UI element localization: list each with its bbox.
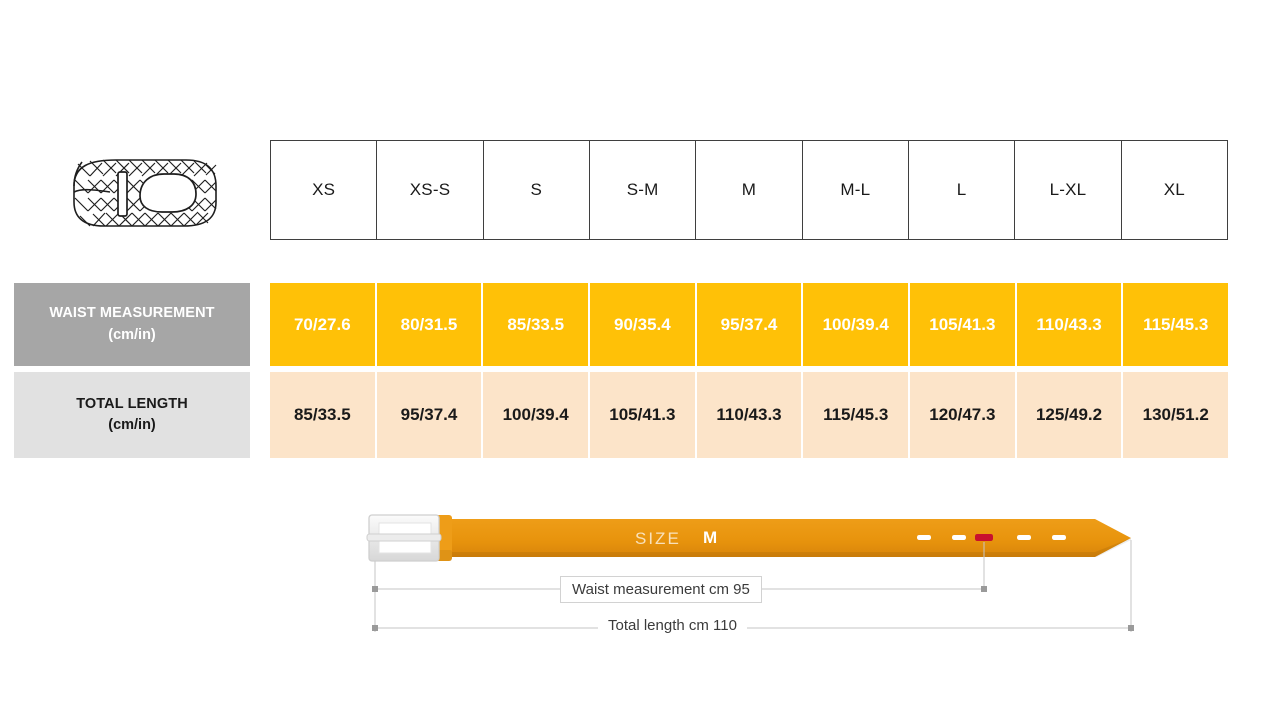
total-length-row: 85/33.5 95/37.4 100/39.4 105/41.3 110/43… [270,372,1229,458]
waist-value-cell: 70/27.6 [270,283,377,366]
total-value-cell: 130/51.2 [1123,372,1229,458]
size-header-cell: S [484,141,590,239]
belt-strap [433,519,1131,557]
total-dimension-label: Total length cm 110 [598,617,747,634]
waist-value-cell: 115/45.3 [1123,283,1229,366]
size-header-table: XS XS-S S S-M M M-L L L-XL XL [270,140,1228,240]
belt-hole [917,535,931,540]
dimension-leader-lines [374,540,1132,632]
size-header-cell: M [696,141,803,239]
belt-hole [952,535,966,540]
total-value-cell: 115/45.3 [803,372,911,458]
waist-measurement-row: 70/27.6 80/31.5 85/33.5 90/35.4 95/37.4 … [270,283,1229,366]
total-label-line2: (cm/in) [108,417,156,433]
waist-value-cell: 85/33.5 [483,283,591,366]
waist-label-line2: (cm/in) [108,326,156,343]
total-value-cell: 85/33.5 [270,372,377,458]
total-value-cell: 105/41.3 [590,372,697,458]
total-value-cell: 100/39.4 [483,372,591,458]
total-label-line1: TOTAL LENGTH [76,395,188,412]
waist-value-cell: 80/31.5 [376,283,484,366]
size-header-cell: L-XL [1015,141,1122,239]
waist-measurement-label: WAIST MEASUREMENT (cm/in) [14,283,250,366]
total-value-cell: 120/47.3 [910,372,1017,458]
total-value-cell: 110/43.3 [696,372,804,458]
total-dimension-line [372,625,1134,631]
waist-label-line1: WAIST MEASUREMENT [49,305,215,322]
waist-dimension-label: Waist measurement cm 95 [560,576,762,603]
total-value-cell: 95/37.4 [376,372,484,458]
belt-hole [1017,535,1031,540]
waist-value-cell: 90/35.4 [590,283,697,366]
waist-value-cell: 100/39.4 [803,283,911,366]
waist-value-cell: 110/43.3 [1016,283,1124,366]
belt-hole [1052,535,1066,540]
size-header-cell: XS [271,141,378,239]
belt-hole-highlighted [975,534,993,541]
belt-buckle [366,514,442,562]
belt-measurement-diagram: SIZE M Waist measurement cm 95 Total len… [355,500,1155,650]
total-length-label: TOTAL LENGTH (cm/in) [14,372,250,458]
total-value-cell: 125/49.2 [1016,372,1124,458]
belt-holes [917,534,1066,541]
size-header-cell: L [909,141,1016,239]
waist-value-cell: 95/37.4 [696,283,804,366]
braided-belt-icon [56,140,228,238]
size-header-cell: XS-S [377,141,484,239]
size-header-cell: M-L [803,141,909,239]
size-header-cell: S-M [590,141,697,239]
size-header-cell: XL [1163,180,1185,199]
waist-value-cell: 105/41.3 [910,283,1017,366]
